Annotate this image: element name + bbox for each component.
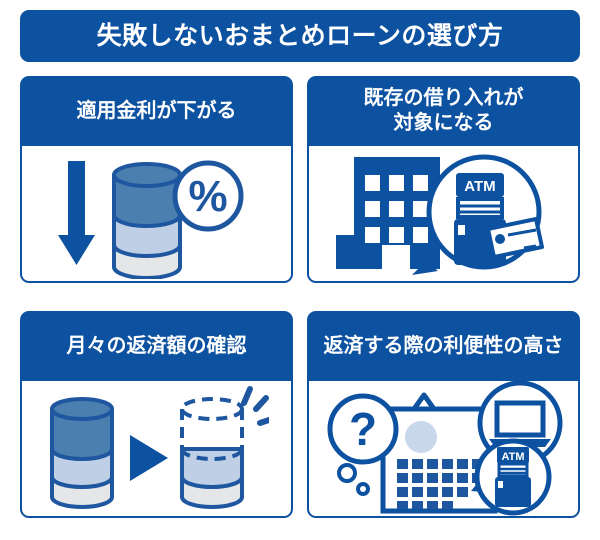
panel-body-interest-rate-drops: % xyxy=(20,146,293,283)
question-thought-bubble-icon: ? xyxy=(327,393,399,496)
panel-grid: 適用金利が下がる xyxy=(20,76,580,518)
atm-label: ATM xyxy=(501,451,524,463)
panel-heading: 既存の借り入れが 対象になる xyxy=(363,87,524,134)
panel-body-existing-loans-eligible: ATM xyxy=(307,146,580,283)
panel-heading: 適用金利が下がる xyxy=(76,99,237,122)
percent-badge-label: % xyxy=(188,172,227,221)
page-title: 失敗しないおまとめローンの選び方 xyxy=(96,21,504,50)
stacked-cylinder-icon xyxy=(50,396,114,509)
panel-heading: 月々の返済額の確認 xyxy=(66,334,247,357)
building-atm-card-icon: ATM xyxy=(336,154,544,275)
percent-badge-icon: % xyxy=(172,160,243,231)
panel-interest-rate-drops: 適用金利が下がる xyxy=(20,76,293,283)
panel-header-repayment-convenience: 返済する際の利便性の高さ xyxy=(307,311,580,381)
cylinder-reduction-icon xyxy=(50,385,269,509)
atm-speech-bubble-icon: ATM xyxy=(412,154,544,275)
panel-header-existing-loans-eligible: 既存の借り入れが 対象になる xyxy=(307,76,580,146)
page-title-banner: 失敗しないおまとめローンの選び方 xyxy=(20,10,580,62)
panel-header-monthly-repayment-check: 月々の返済額の確認 xyxy=(20,311,293,381)
panel-repayment-convenience: 返済する際の利便性の高さ xyxy=(307,311,580,518)
sparkle-icon xyxy=(241,385,269,426)
calendar-icon xyxy=(380,392,498,514)
atm-label: ATM xyxy=(464,178,495,195)
panel-heading: 返済する際の利便性の高さ xyxy=(323,334,564,357)
question-mark-label: ? xyxy=(349,403,377,455)
down-arrow-cylinder-percent-icon: % xyxy=(57,160,243,279)
dashed-cylinder-icon xyxy=(180,396,244,509)
calendar-laptop-atm-icon: ? ATM xyxy=(327,381,563,516)
stacked-cylinder-icon xyxy=(111,161,182,279)
down-arrow-icon xyxy=(57,160,95,265)
panel-header-interest-rate-drops: 適用金利が下がる xyxy=(20,76,293,146)
atm-speech-bubble-icon: ATM xyxy=(471,438,552,516)
panel-monthly-repayment-check: 月々の返済額の確認 xyxy=(20,311,293,518)
play-arrow-icon xyxy=(130,434,168,481)
panel-body-repayment-convenience: ? ATM xyxy=(307,381,580,518)
panel-existing-loans-eligible: 既存の借り入れが 対象になる xyxy=(307,76,580,283)
building-icon xyxy=(336,156,440,269)
credit-card-icon xyxy=(486,216,544,259)
panel-body-monthly-repayment-check xyxy=(20,381,293,518)
